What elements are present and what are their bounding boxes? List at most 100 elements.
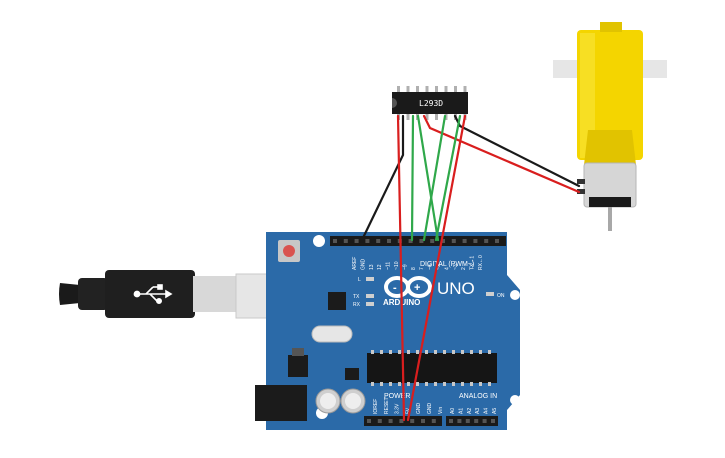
atmega-pin bbox=[389, 382, 392, 386]
pin-label: ~3 bbox=[453, 264, 459, 270]
pin-socket[interactable] bbox=[365, 239, 370, 243]
pin-socket[interactable] bbox=[495, 239, 499, 243]
chip-pin[interactable] bbox=[444, 86, 448, 93]
wire-green-2[interactable] bbox=[422, 114, 447, 242]
dc-motor-icon[interactable] bbox=[553, 22, 667, 231]
pin-socket[interactable] bbox=[333, 239, 337, 243]
chip-pin[interactable] bbox=[416, 86, 419, 93]
motor-terminal bbox=[577, 179, 585, 184]
wire-green-1[interactable] bbox=[410, 114, 415, 242]
pin-socket[interactable] bbox=[462, 239, 467, 243]
pin-label: RESET bbox=[384, 397, 390, 414]
chip-pin[interactable] bbox=[406, 113, 410, 120]
wire-red-power-1[interactable] bbox=[396, 114, 406, 422]
wire-green-3[interactable] bbox=[434, 114, 462, 242]
motor-shaft-bottom bbox=[608, 207, 612, 231]
led-on bbox=[486, 292, 494, 296]
on-label: ON bbox=[497, 293, 505, 299]
atmega-pin bbox=[416, 382, 419, 386]
chip-pin[interactable] bbox=[435, 113, 438, 120]
atmega-pin bbox=[479, 350, 482, 354]
pin-socket[interactable] bbox=[482, 419, 487, 423]
pin-label: ~9 bbox=[402, 264, 408, 270]
power-header-label: POWER bbox=[384, 393, 410, 400]
pin-socket[interactable] bbox=[451, 239, 456, 243]
pin-socket[interactable] bbox=[457, 419, 462, 423]
power-jack bbox=[255, 385, 307, 421]
pin-socket[interactable] bbox=[441, 239, 445, 243]
pin-socket[interactable] bbox=[449, 419, 453, 423]
chip-pin[interactable] bbox=[454, 86, 457, 93]
chip-body bbox=[392, 92, 468, 114]
pin-socket[interactable] bbox=[491, 419, 495, 423]
atmega-pin bbox=[452, 382, 455, 386]
chip-pin[interactable] bbox=[435, 86, 438, 93]
atmega-pin bbox=[398, 350, 401, 354]
capacitor bbox=[340, 388, 366, 414]
pin-socket[interactable] bbox=[431, 419, 436, 423]
l293d-chip[interactable]: L293D bbox=[392, 86, 468, 120]
pin-socket[interactable] bbox=[399, 419, 404, 423]
pin-socket[interactable] bbox=[474, 419, 479, 423]
pin-socket[interactable] bbox=[354, 239, 359, 243]
mounting-hole bbox=[510, 395, 520, 405]
motor-mount bbox=[584, 130, 636, 165]
reset-button-cap[interactable] bbox=[283, 245, 295, 257]
motor-top-tab bbox=[600, 22, 622, 32]
pin-label: 8 bbox=[411, 267, 417, 270]
usb-cable-end bbox=[59, 283, 80, 305]
pin-socket[interactable] bbox=[410, 419, 415, 423]
chip-pin[interactable] bbox=[463, 86, 467, 93]
chip-pin[interactable] bbox=[397, 86, 400, 93]
status-leds: L TX RX bbox=[353, 277, 374, 308]
mounting-hole bbox=[510, 290, 520, 300]
pin-socket[interactable] bbox=[388, 419, 393, 423]
chip-pin[interactable] bbox=[425, 113, 429, 120]
pin-label: 2 bbox=[461, 267, 467, 270]
crystal bbox=[311, 325, 353, 343]
digital-header-label: DIGITAL (PWM~) bbox=[420, 261, 474, 268]
led-rx bbox=[366, 302, 374, 306]
atmega-pin bbox=[371, 382, 374, 386]
pin-socket[interactable] bbox=[387, 239, 391, 243]
svg-text:+: + bbox=[414, 282, 420, 294]
pin-socket[interactable] bbox=[419, 239, 424, 243]
wire-black-gnd[interactable] bbox=[360, 114, 405, 242]
atmega-pin bbox=[443, 350, 446, 354]
pin-socket[interactable] bbox=[484, 239, 489, 243]
pin-socket[interactable] bbox=[376, 239, 381, 243]
wire-black-motor[interactable] bbox=[453, 114, 581, 188]
led-label-rx: RX bbox=[353, 302, 361, 308]
chip-notch bbox=[392, 98, 397, 108]
pin-socket[interactable] bbox=[430, 239, 435, 243]
wire-green-4[interactable] bbox=[416, 114, 440, 242]
usb-cable[interactable] bbox=[59, 270, 297, 319]
pin-socket[interactable] bbox=[377, 419, 382, 423]
digital-header[interactable] bbox=[330, 236, 506, 246]
atmega-pins bbox=[371, 350, 491, 386]
usb-symbol-icon bbox=[133, 284, 173, 304]
capacitor bbox=[315, 388, 341, 414]
pin-label: A2 bbox=[467, 408, 473, 414]
pin-socket[interactable] bbox=[408, 239, 413, 243]
pin-label: TX→1 bbox=[470, 256, 476, 270]
chip-pin[interactable] bbox=[406, 86, 410, 93]
pin-label: A4 bbox=[484, 408, 490, 414]
atmega-pin bbox=[398, 382, 401, 386]
infinity-logo-icon: - + bbox=[384, 276, 432, 298]
atmega-chip bbox=[367, 353, 497, 383]
pin-socket[interactable] bbox=[367, 419, 371, 423]
wires bbox=[360, 114, 581, 422]
pin-socket[interactable] bbox=[343, 239, 348, 243]
pin-socket[interactable] bbox=[465, 419, 470, 423]
wire-red-power-2[interactable] bbox=[406, 114, 467, 422]
analog-header[interactable] bbox=[446, 416, 498, 426]
wire-red-motor[interactable] bbox=[422, 114, 581, 194]
atmega-pin bbox=[380, 350, 383, 354]
pin-label: ~10 bbox=[394, 261, 400, 270]
chip-pin[interactable] bbox=[425, 86, 429, 93]
pin-socket[interactable] bbox=[421, 419, 425, 423]
pin-socket[interactable] bbox=[473, 239, 478, 243]
